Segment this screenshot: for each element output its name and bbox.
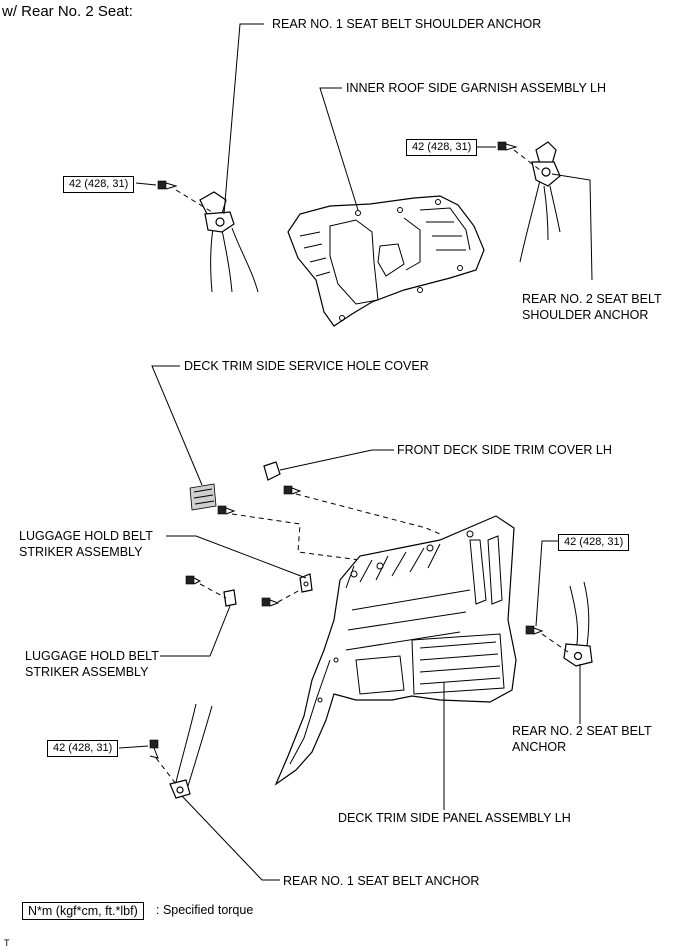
- torque-box: 42 (428, 31): [406, 139, 478, 156]
- label-rear-no1-shoulder-anchor: REAR NO. 1 SEAT BELT SHOULDER ANCHOR: [272, 17, 542, 31]
- label-rear-no1-seat-belt-anchor: REAR NO. 1 SEAT BELT ANCHOR: [283, 874, 480, 888]
- luggage-striker-upper-part: [299, 573, 313, 593]
- label-rear-no2-anchor-line1: REAR NO. 2 SEAT BELT: [512, 724, 652, 738]
- label-deck-trim-side-panel: DECK TRIM SIDE PANEL ASSEMBLY LH: [338, 811, 571, 825]
- label-rear-no2-anchor-line2: ANCHOR: [512, 740, 567, 754]
- rear-no2-shoulder-anchor-part: [519, 141, 561, 263]
- label-rear-no2-shoulder-anchor-line1: REAR NO. 2 SEAT BELT: [522, 292, 662, 306]
- torque-box: 42 (428, 31): [558, 534, 630, 551]
- bolt-icon: [497, 141, 518, 151]
- luggage-striker-lower-part: [223, 589, 237, 607]
- rear-no1-shoulder-anchor-part: [199, 191, 259, 293]
- front-deck-side-trim-cover-part: [263, 461, 281, 481]
- label-luggage-striker-lower-line1: LUGGAGE HOLD BELT: [25, 649, 159, 663]
- rear-no2-anchor-part: [563, 581, 593, 667]
- torque-box: 42 (428, 31): [63, 176, 135, 193]
- bolt-icon: [525, 625, 544, 635]
- service-hole-cover-part: [189, 483, 217, 511]
- rear-no1-anchor-part: [169, 703, 213, 799]
- deck-trim-side-panel-part: [274, 515, 517, 786]
- label-service-hole-cover: DECK TRIM SIDE SERVICE HOLE COVER: [184, 359, 429, 373]
- label-luggage-striker-upper-line1: LUGGAGE HOLD BELT: [19, 529, 153, 543]
- bolt-icon: [157, 180, 178, 190]
- label-inner-roof-side-garnish: INNER ROOF SIDE GARNISH ASSEMBLY LH: [346, 81, 607, 95]
- label-front-deck-side-trim-cover: FRONT DECK SIDE TRIM COVER LH: [397, 443, 612, 457]
- footer-mark: T: [4, 938, 10, 948]
- legend-description: : Specified torque: [156, 903, 254, 917]
- legend-unit-box: N*m (kgf*cm, ft.*lbf): [22, 902, 144, 920]
- label-rear-no2-shoulder-anchor-line2: SHOULDER ANCHOR: [522, 308, 649, 322]
- inner-roof-side-garnish-part: [287, 195, 485, 327]
- bolt-icon: [217, 505, 236, 515]
- label-luggage-striker-upper-line2: STRIKER ASSEMBLY: [19, 545, 143, 559]
- label-luggage-striker-lower-line2: STRIKER ASSEMBLY: [25, 665, 149, 679]
- bolt-icon: [149, 739, 159, 759]
- bolt-icon: [283, 485, 302, 495]
- bolt-icon: [185, 575, 202, 585]
- bolt-icon: [261, 597, 280, 607]
- torque-box: 42 (428, 31): [47, 740, 119, 757]
- page-heading: w/ Rear No. 2 Seat:: [2, 3, 133, 20]
